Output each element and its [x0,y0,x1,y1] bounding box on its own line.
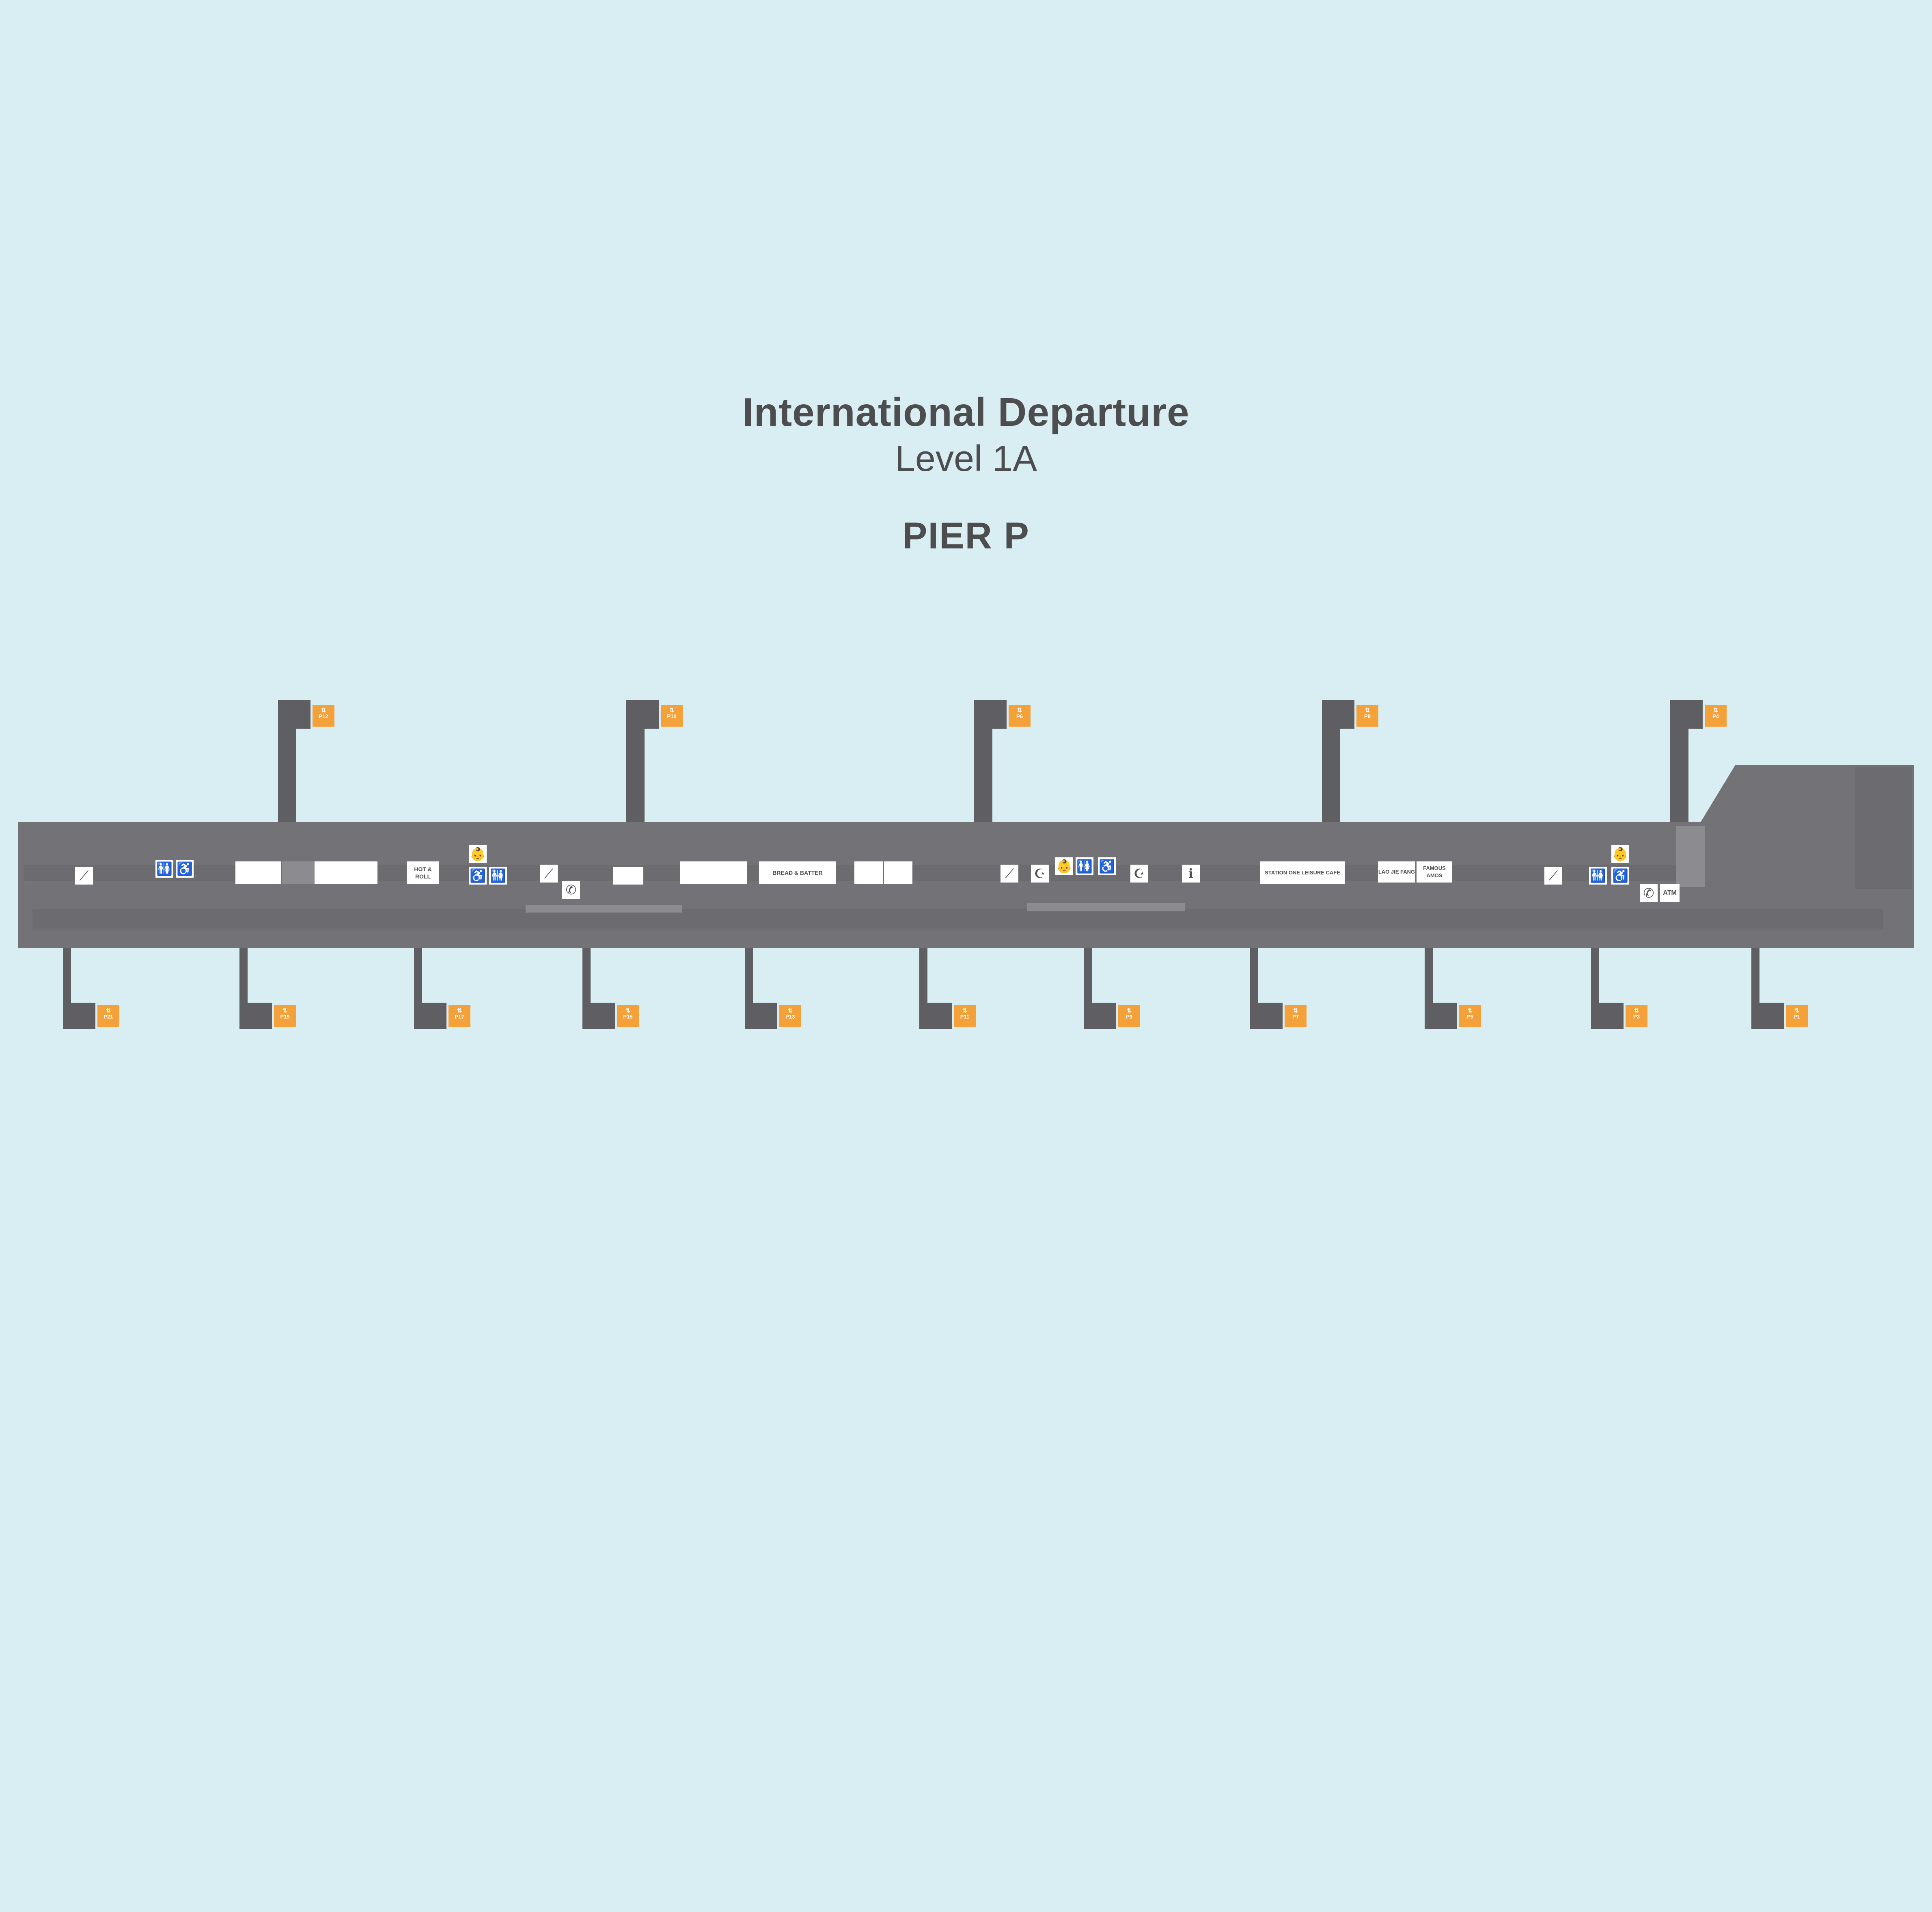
pier-bottom-p3 [1591,948,1624,1029]
gate-marker[interactable]: ⇅P11 [954,1005,976,1027]
atm-icon[interactable]: ATM [1660,884,1680,902]
pier-bottom-p15 [582,948,615,1029]
store-unit[interactable] [884,861,912,884]
walkway-2 [1027,903,1185,911]
accessible-icon: ♿ [469,867,487,885]
gate-marker[interactable]: ⇅P9 [1118,1005,1140,1027]
lower-zone [32,909,1883,930]
pier-bottom-p21 [63,948,95,1029]
phone-icon: ✆ [1640,884,1658,902]
escalator-icon: ⟋ [1544,867,1562,885]
info-icon: ℹ [1182,865,1200,883]
gate-marker[interactable]: ⇅P21 [97,1005,119,1027]
pier-bottom-p17 [414,948,446,1029]
prayer-icon: ☪ [1031,865,1049,883]
pier-top-p10 [626,700,659,822]
page-title: International Departure [742,390,1190,434]
restroom-icon: 🚻 [1076,857,1093,875]
store-famous-amos[interactable]: FAMOUS AMOS [1417,861,1452,883]
accessible-icon: ♿ [176,860,194,878]
pier-bottom-p13 [745,948,777,1029]
map-header: International Departure Level 1A PIER P [0,388,1932,558]
store-station-one[interactable]: STATION ONE LEISURE CAFE [1260,861,1345,884]
escalator-icon: ⟋ [75,867,93,885]
pier-top-p12 [278,700,310,822]
store-unit[interactable] [854,861,883,884]
gate-marker[interactable]: ⇅P13 [779,1005,801,1027]
gate-marker[interactable]: ⇅P5 [1459,1005,1481,1027]
accessible-icon: ♿ [1098,857,1116,875]
restroom-icon: 🚻 [1589,867,1607,885]
east-building-inner [1855,767,1912,889]
escalator-icon: ⟋ [1000,865,1018,883]
gate-marker[interactable]: ⇅P12 [313,705,334,727]
baby-care-icon: 👶 [1611,845,1629,863]
accessible-icon: ♿ [1611,867,1629,885]
store-lao-jie-fang[interactable]: LAO JIE FANG [1378,861,1415,883]
store-hot-roll[interactable]: HOT & ROLL [407,861,439,884]
gate-marker[interactable]: ⇅P4 [1705,705,1727,727]
gate-marker[interactable]: ⇅P8 [1356,705,1378,727]
walkway-1 [526,905,682,913]
pier-bottom-p1 [1751,948,1784,1029]
store-unit[interactable] [282,861,315,884]
gate-marker[interactable]: ⇅P1 [1786,1005,1808,1027]
baby-care-icon: 👶 [469,845,487,863]
walkway-3 [1676,826,1705,887]
baby-care-icon: 👶 [1055,857,1073,875]
level-label: Level 1A [895,438,1037,479]
pier-bottom-p11 [919,948,952,1029]
pier-label: PIER P [902,515,1030,557]
pier-bottom-p9 [1084,948,1116,1029]
gate-marker[interactable]: ⇅P17 [448,1005,470,1027]
phone-icon: ✆ [562,881,580,899]
pier-bottom-p19 [239,948,272,1029]
pier-top-p4 [1670,700,1703,822]
store-unit[interactable] [613,867,643,885]
gate-marker[interactable]: ⇅P15 [617,1005,639,1027]
gate-marker[interactable]: ⇅P7 [1285,1005,1307,1027]
pier-top-p6 [974,700,1007,822]
store-bread-batter[interactable]: BREAD & BATTER [759,861,836,884]
prayer-icon: ☪ [1130,865,1148,883]
gate-marker[interactable]: ⇅P3 [1626,1005,1647,1027]
pier-bottom-p5 [1425,948,1457,1029]
store-unit[interactable] [315,861,377,884]
gate-marker[interactable]: ⇅P10 [661,705,683,727]
store-unit[interactable] [235,861,281,884]
restroom-icon: 🚻 [489,867,507,885]
pier-top-p8 [1322,700,1354,822]
gate-marker[interactable]: ⇅P19 [274,1005,296,1027]
escalator-icon: ⟋ [540,865,558,883]
gate-marker[interactable]: ⇅P6 [1009,705,1031,727]
pier-bottom-p7 [1250,948,1283,1029]
restroom-icon: 🚻 [155,860,173,878]
store-unit[interactable] [680,861,747,884]
